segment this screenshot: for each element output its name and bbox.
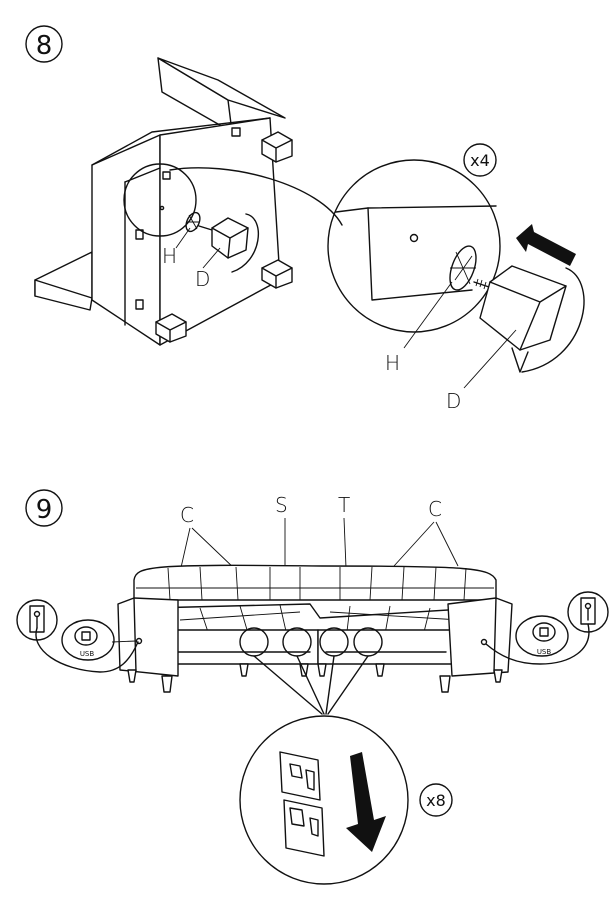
usb-port-icon xyxy=(81,631,91,641)
upside-down-sofa: H D xyxy=(34,57,293,346)
label-bracket-h: H xyxy=(162,244,177,268)
rotate-arrow-icon xyxy=(231,213,260,273)
usb-port-right: USB xyxy=(515,615,569,657)
power-plug-icon xyxy=(584,602,592,610)
step-9-number: 9 xyxy=(36,495,53,525)
step-8-number: 8 xyxy=(36,31,53,61)
power-plug-icon xyxy=(33,610,41,618)
zoom-label-bracket-h: H xyxy=(385,351,400,375)
label-leg-d: D xyxy=(195,267,210,291)
step-9-multiplier: x8 xyxy=(426,791,446,810)
label-corner-right: C xyxy=(428,497,442,521)
label-seat: S xyxy=(275,493,288,517)
connector-bracket-bottom xyxy=(283,799,325,857)
zoom-label-leg-d: D xyxy=(446,389,461,413)
step-8: 8 xyxy=(25,25,585,413)
zoom-detail-brackets xyxy=(239,715,409,885)
usb-label-right: USB xyxy=(537,648,552,656)
power-outlet-left xyxy=(16,599,139,673)
power-outlet-right xyxy=(485,591,609,665)
sectional-sofa xyxy=(117,564,513,693)
rotate-arrow-icon xyxy=(521,267,585,373)
push-arrow-icon xyxy=(516,224,576,266)
step-8-number-badge: 8 xyxy=(25,25,63,63)
step-8-multiplier-badge: x4 xyxy=(463,143,497,177)
usb-label-left: USB xyxy=(80,650,95,658)
label-wedge: T xyxy=(338,493,350,517)
detail-source-circle xyxy=(123,163,197,237)
sofa-leg xyxy=(479,265,585,373)
step-9-number-badge: 9 xyxy=(25,489,63,527)
down-arrow-icon xyxy=(346,752,386,852)
usb-port-left: USB xyxy=(61,619,137,661)
step-9: 9 C S T C xyxy=(16,489,609,885)
step-9-multiplier-badge: x8 xyxy=(419,783,453,817)
label-corner-left: C xyxy=(180,503,194,527)
zoom-detail-leg xyxy=(327,159,501,333)
usb-port-icon xyxy=(539,627,549,637)
step-8-multiplier: x4 xyxy=(470,151,490,170)
zoom-connector xyxy=(169,167,343,226)
